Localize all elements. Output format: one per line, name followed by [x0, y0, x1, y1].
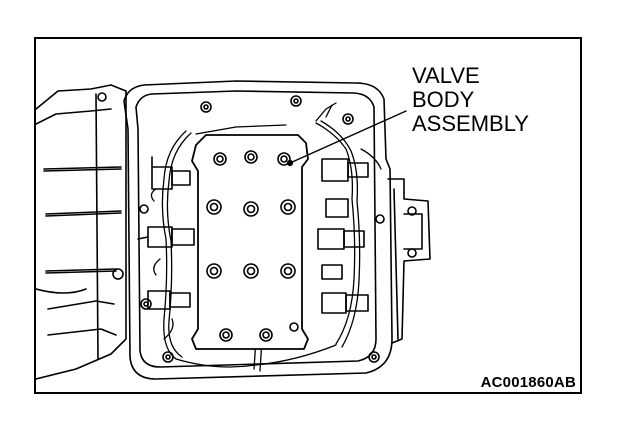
- valve-body-bolts: [206, 150, 299, 342]
- wiring-harness: [150, 102, 382, 372]
- valve-body-plate: [191, 134, 309, 350]
- callout-line-3: ASSEMBLY: [412, 111, 529, 136]
- right-solenoid-connectors: [317, 158, 369, 314]
- figure-code: AC001860AB: [480, 374, 576, 391]
- right-bracket: [387, 178, 431, 344]
- callout-line-2: BODY: [412, 87, 475, 112]
- oil-pan-flange: [123, 80, 393, 380]
- transaxle-line-drawing: [36, 80, 431, 380]
- left-solenoid-connectors: [137, 156, 195, 310]
- transaxle-case: [36, 84, 127, 380]
- callout-leader-line: [286, 110, 407, 167]
- callout-line-1: VALVE: [412, 63, 480, 88]
